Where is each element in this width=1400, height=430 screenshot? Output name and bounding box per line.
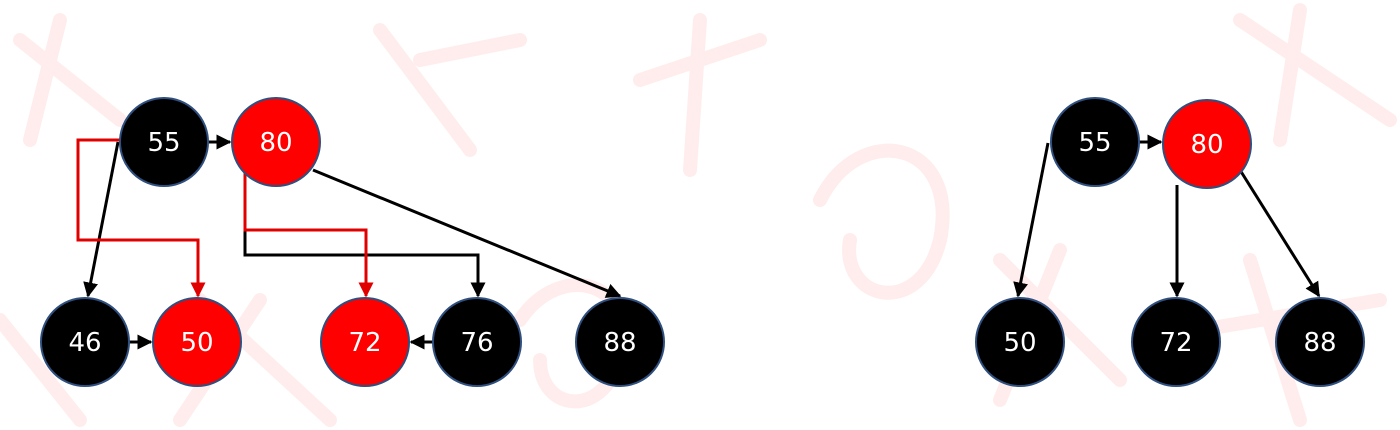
right-node-88-circle bbox=[1275, 297, 1365, 387]
right-node-72: 72 bbox=[1131, 297, 1221, 387]
left-node-88-label: 88 bbox=[603, 328, 636, 358]
left-node-88: 88 bbox=[575, 297, 665, 387]
left-node-80-label: 80 bbox=[259, 128, 292, 158]
left-node-46: 46 bbox=[40, 297, 130, 387]
right-node-80: 80 bbox=[1162, 99, 1252, 189]
right-node-88: 88 bbox=[1275, 297, 1365, 387]
left-edge-80-to-76 bbox=[243, 180, 486, 298]
right-node-80-circle bbox=[1162, 99, 1252, 189]
left-node-50-label: 50 bbox=[180, 328, 213, 358]
right-node-55-circle bbox=[1050, 97, 1140, 187]
right-node-80-label: 80 bbox=[1190, 130, 1223, 160]
left-node-55: 55 bbox=[119, 97, 209, 187]
left-node-55-label: 55 bbox=[147, 128, 180, 158]
left-edge-80-to-88 bbox=[312, 168, 622, 298]
left-node-50-circle bbox=[152, 297, 242, 387]
left-node-50: 50 bbox=[152, 297, 242, 387]
left-node-80-circle bbox=[231, 97, 321, 187]
left-edge-55-to-46 bbox=[83, 141, 120, 298]
left-edge-55-to-50-red bbox=[76, 138, 206, 298]
right-edge-80-to-88 bbox=[1238, 169, 1321, 298]
nodes-layer: 55 80 46 50 72 76 88 55 80 50 72 88 bbox=[40, 97, 1365, 387]
left-node-80: 80 bbox=[231, 97, 321, 187]
right-node-88-label: 88 bbox=[1303, 328, 1336, 358]
right-node-50-label: 50 bbox=[1003, 328, 1036, 358]
left-node-46-label: 46 bbox=[68, 328, 101, 358]
left-node-76: 76 bbox=[432, 297, 522, 387]
left-node-55-circle bbox=[119, 97, 209, 187]
right-edge-55-to-50 bbox=[1013, 142, 1050, 298]
left-node-76-circle bbox=[432, 297, 522, 387]
right-node-50-circle bbox=[975, 297, 1065, 387]
left-node-88-circle bbox=[575, 297, 665, 387]
left-node-76-label: 76 bbox=[460, 328, 493, 358]
right-node-55: 55 bbox=[1050, 97, 1140, 187]
edges-layer bbox=[76, 134, 1321, 350]
left-node-72-label: 72 bbox=[348, 328, 381, 358]
right-node-72-label: 72 bbox=[1159, 328, 1192, 358]
right-node-55-label: 55 bbox=[1078, 128, 1111, 158]
left-edge-80-to-72-red bbox=[243, 172, 374, 298]
right-node-50: 50 bbox=[975, 297, 1065, 387]
right-node-72-circle bbox=[1131, 297, 1221, 387]
left-node-46-circle bbox=[40, 297, 130, 387]
left-node-72-circle bbox=[320, 297, 410, 387]
left-node-72: 72 bbox=[320, 297, 410, 387]
